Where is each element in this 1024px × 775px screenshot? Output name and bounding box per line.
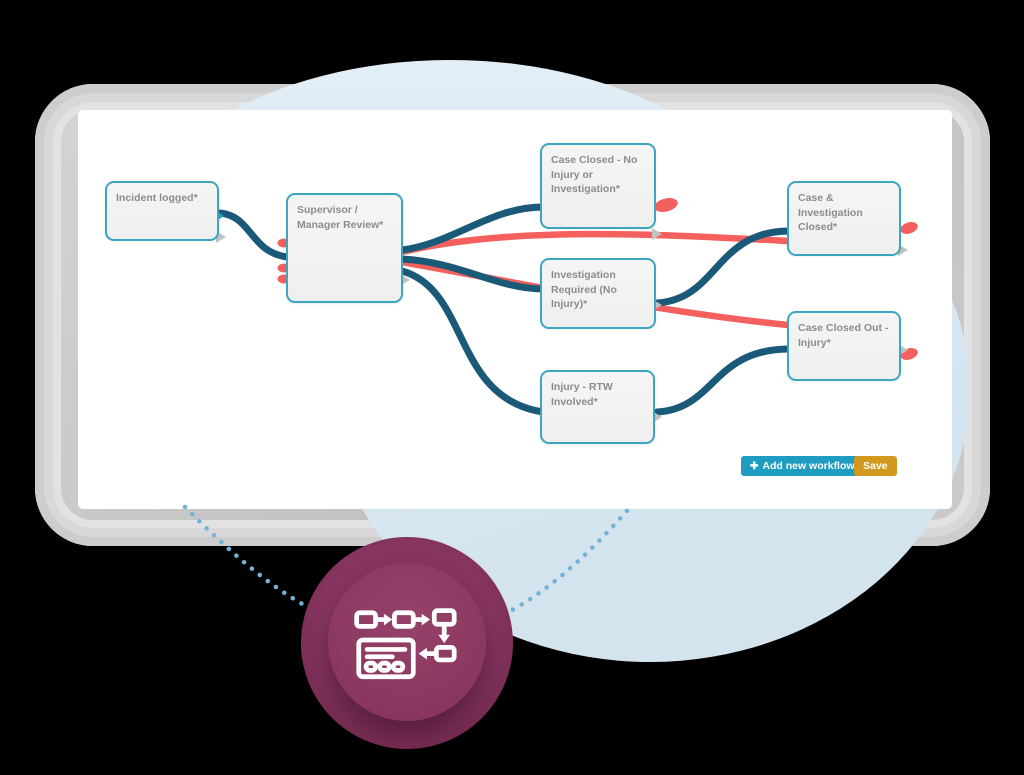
node-label: Supervisor / Manager Review* xyxy=(297,204,384,231)
plus-icon: ✚ xyxy=(750,460,759,472)
app-screen xyxy=(78,110,952,509)
workflow-node-incident-logged[interactable]: Incident logged* xyxy=(105,181,219,241)
workflow-node-case-investigation-closed[interactable]: Case & Investigation Closed* xyxy=(787,181,901,256)
node-label: Injury - RTW Involved* xyxy=(551,381,613,408)
save-label: Save xyxy=(863,460,888,472)
node-label: Incident logged* xyxy=(116,192,198,204)
node-label: Investigation Required (No Injury)* xyxy=(551,269,617,311)
workflow-icon xyxy=(354,608,457,680)
add-new-workflow-label: Add new workflow xyxy=(762,460,855,472)
workflow-node-case-closed-no-injury[interactable]: Case Closed - No Injury or Investigation… xyxy=(540,143,656,229)
add-new-workflow-button[interactable]: ✚ Add new workflow xyxy=(741,456,864,476)
workflow-node-supervisor-manager-review[interactable]: Supervisor / Manager Review* xyxy=(286,193,403,303)
save-button[interactable]: Save xyxy=(854,456,897,476)
node-label: Case Closed Out - Injury* xyxy=(798,322,889,349)
node-label: Case & Investigation Closed* xyxy=(798,192,863,234)
workflow-node-injury-rtw-involved[interactable]: Injury - RTW Involved* xyxy=(540,370,655,444)
workflow-node-case-closed-out-injury[interactable]: Case Closed Out - Injury* xyxy=(787,311,901,381)
node-label: Case Closed - No Injury or Investigation… xyxy=(551,154,638,196)
workflow-node-investigation-required[interactable]: Investigation Required (No Injury)* xyxy=(540,258,656,329)
